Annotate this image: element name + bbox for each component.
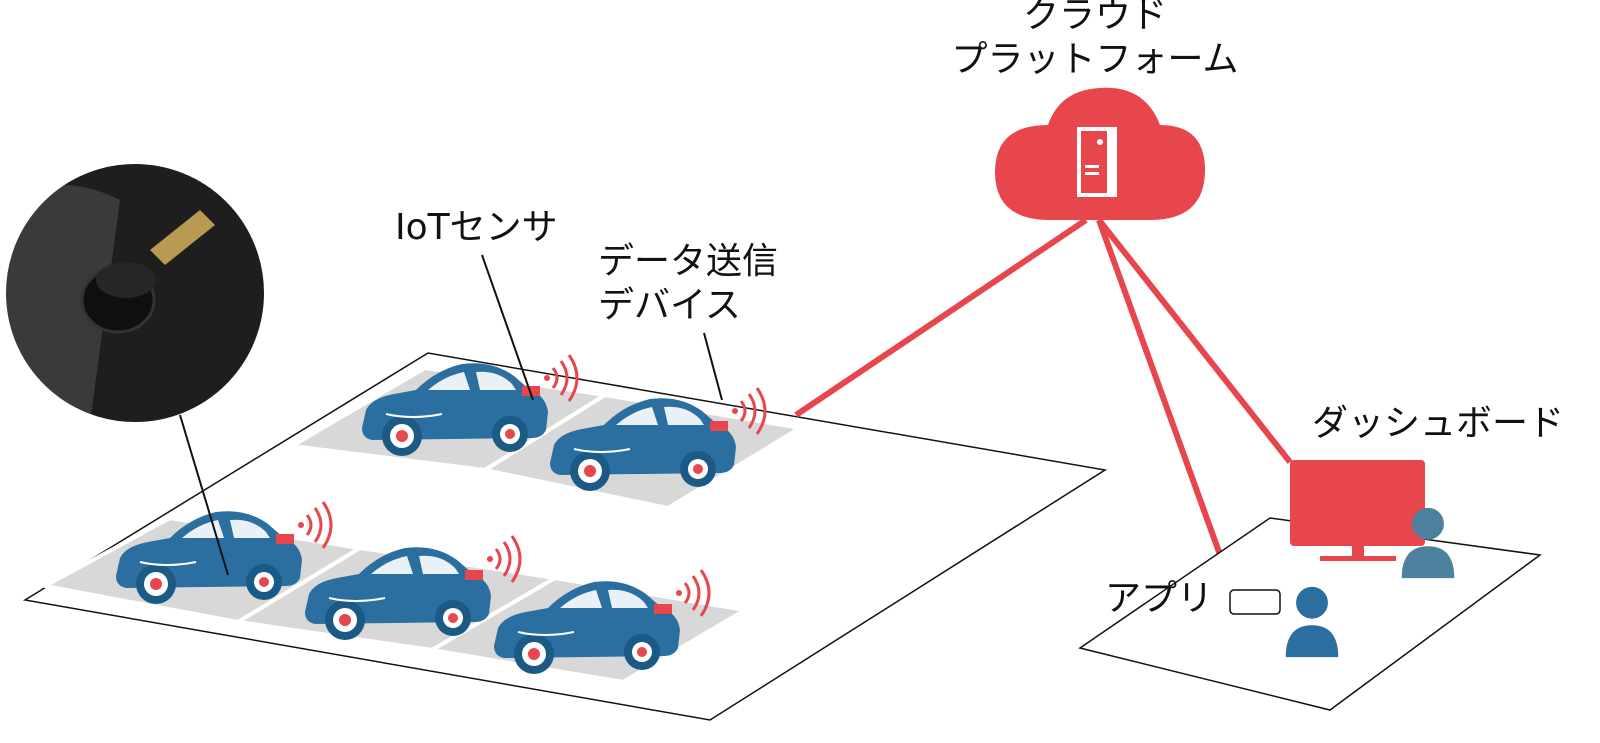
smartphone-icon bbox=[1229, 589, 1281, 615]
data-device-label-line2: デバイス bbox=[598, 285, 741, 326]
iot-sensor-photo bbox=[5, 163, 265, 423]
cloud-platform-label-line1: クラウド bbox=[1022, 0, 1167, 36]
iot-sensor-label: IoTセンサ bbox=[395, 207, 558, 248]
connection-line-cloud-dashboard bbox=[1096, 218, 1293, 464]
monitor-icon bbox=[1290, 460, 1425, 561]
connection-line-lot-cloud bbox=[794, 217, 1088, 418]
cloud-platform-label: クラウド プラットフォーム bbox=[945, 0, 1245, 82]
sensor-callout-line bbox=[481, 254, 534, 401]
server-icon bbox=[1077, 127, 1117, 197]
connection-line-cloud-app bbox=[1096, 218, 1235, 590]
data-device-label: データ送信 デバイス bbox=[598, 240, 778, 328]
dashboard-label: ダッシュボード bbox=[1312, 403, 1565, 444]
app-label: アプリ bbox=[1105, 578, 1214, 619]
cloud-platform-label-line2: プラットフォーム bbox=[951, 39, 1239, 80]
sensor-photo-callout-line bbox=[179, 414, 229, 576]
device-callout-line bbox=[703, 332, 723, 401]
data-device-label-line1: データ送信 bbox=[598, 241, 779, 282]
